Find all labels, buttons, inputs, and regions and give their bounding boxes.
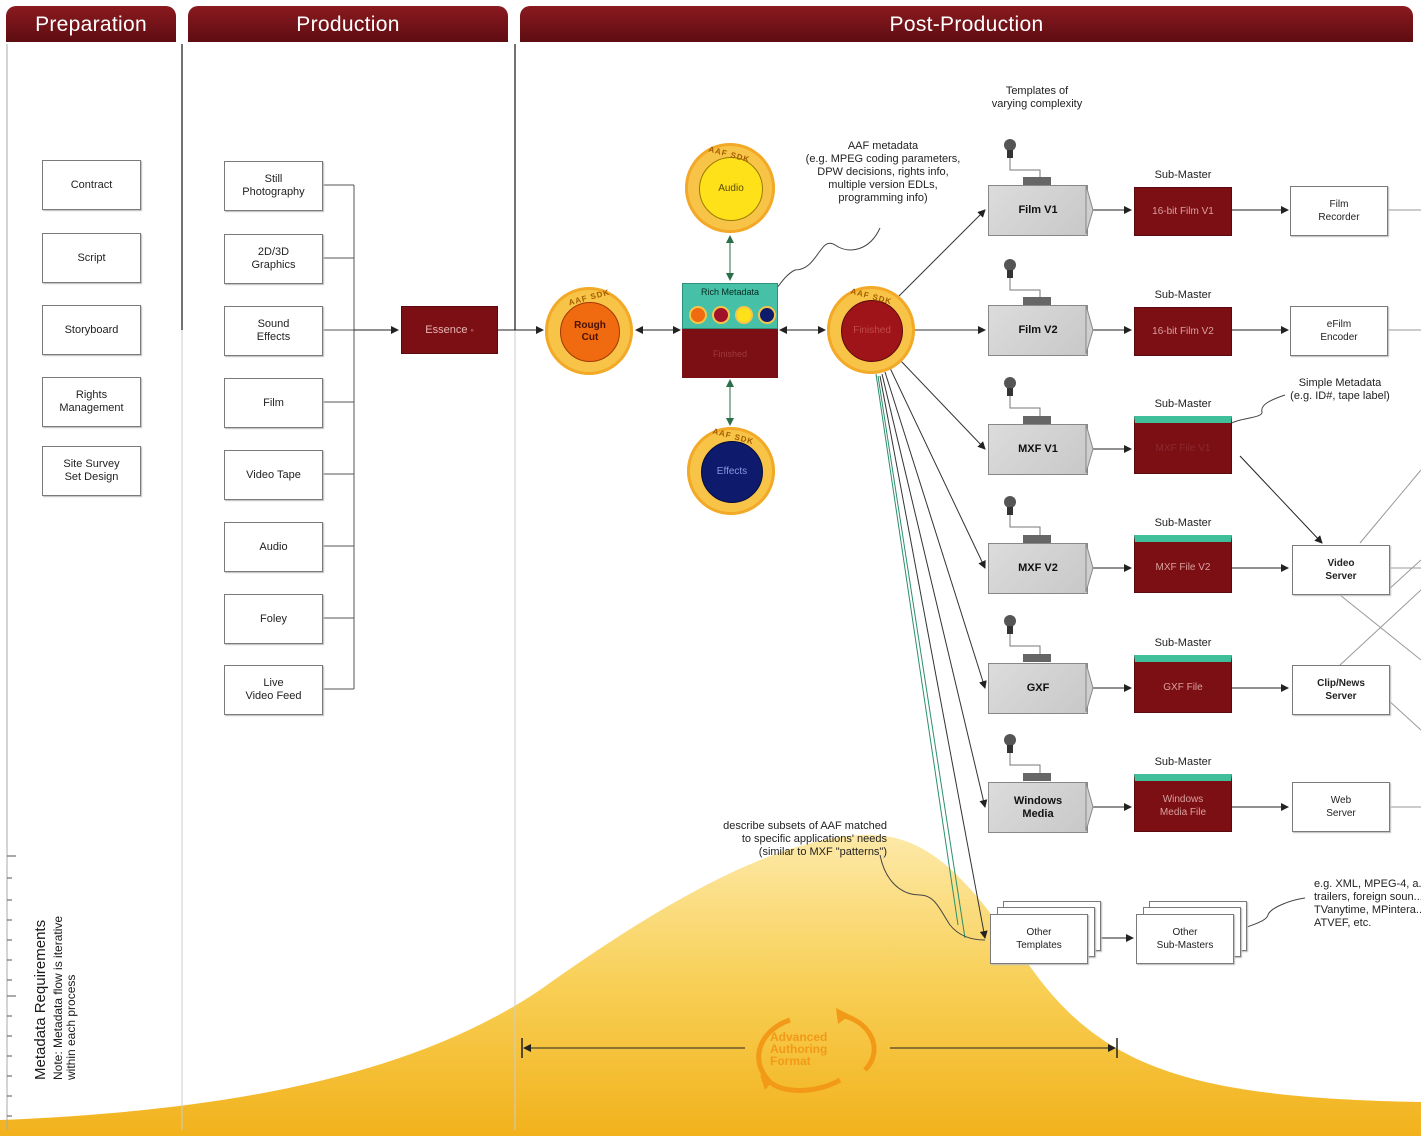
prod-live-video-feed: Live Video Feed (224, 665, 323, 715)
effects-dot-icon (758, 306, 776, 324)
output-film-recorder: Film Recorder (1290, 186, 1388, 236)
audio-inner: Audio (699, 157, 763, 221)
sub-master-mxf-v1: MXF File V1 (1134, 416, 1232, 474)
sub-master-label-6: Sub-Master (1154, 756, 1212, 768)
template-mxf-v1: MXF V1 (988, 424, 1088, 475)
rough-cut-node: Rough Cut (545, 287, 633, 375)
header-preparation: Preparation (6, 6, 176, 42)
audio-dot-icon (735, 306, 753, 324)
templates-note: Templates of varying complexity (991, 85, 1083, 110)
prod-still-photography: Still Photography (224, 161, 323, 211)
rough-cut-dot-icon (689, 306, 707, 324)
template-film-v1: Film V1 (988, 185, 1088, 236)
aaf-logo-text: Advanced Authoring Format (770, 1030, 828, 1068)
prep-script: Script (42, 233, 141, 283)
sub-master-label-1: Sub-Master (1154, 169, 1212, 181)
output-web-server: Web Server (1292, 782, 1390, 832)
prep-site-survey: Site Survey Set Design (42, 446, 141, 496)
finished-inner: Finished (841, 300, 903, 362)
effects-inner: Effects (701, 441, 763, 503)
prep-contract: Contract (42, 160, 141, 210)
aaf-metadata-note: AAF metadata (e.g. MPEG coding parameter… (805, 140, 961, 204)
rich-metadata-header: Rich Metadata (682, 283, 778, 329)
other-formats-note: e.g. XML, MPEG-4, a... trailers, foreign… (1314, 878, 1421, 929)
metadata-requirements-note: Note: Metadata flow is iterative within … (51, 915, 78, 1080)
audio-node: Audio (685, 143, 775, 233)
prep-rights-management: Rights Management (42, 377, 141, 427)
essence-box: Essence ◦ (401, 306, 498, 354)
metadata-requirements-title: Metadata Requirements (32, 919, 49, 1080)
rich-metadata-block: Rich Metadata Finished (682, 283, 778, 378)
prod-film: Film (224, 378, 323, 428)
header-production: Production (188, 6, 508, 42)
output-video-server: Video Server (1292, 545, 1390, 595)
output-clip-news-server: Clip/News Server (1292, 665, 1390, 715)
output-efilm-encoder: eFilm Encoder (1290, 306, 1388, 356)
finished-dot-icon (712, 306, 730, 324)
header-post-production: Post-Production (520, 6, 1413, 42)
effects-node: Effects (687, 427, 775, 515)
lightbulb-icons (1004, 139, 1041, 775)
sub-master-windows-media: Windows Media File (1134, 774, 1232, 832)
prep-storyboard: Storyboard (42, 305, 141, 355)
other-sub-masters: Other Sub-Masters (1136, 914, 1234, 964)
sub-master-label-5: Sub-Master (1154, 637, 1212, 649)
essence-icon: ◦ (470, 324, 474, 335)
rich-metadata-label: Rich Metadata (700, 287, 760, 297)
template-gxf: GXF (988, 663, 1088, 714)
sub-master-mxf-v2: MXF File V2 (1134, 535, 1232, 593)
template-windows-media: Windows Media (988, 782, 1088, 833)
rich-metadata-lower: Finished (682, 329, 778, 378)
sub-master-gxf: GXF File (1134, 655, 1232, 713)
prod-foley: Foley (224, 594, 323, 644)
prod-video-tape: Video Tape (224, 450, 323, 500)
prod-audio: Audio (224, 522, 323, 572)
sub-master-label-4: Sub-Master (1154, 517, 1212, 529)
other-templates: Other Templates (990, 914, 1088, 964)
sub-master-label-2: Sub-Master (1154, 289, 1212, 301)
sub-master-film-v2: 16-bit Film V2 (1134, 307, 1232, 356)
finished-node: Finished (827, 286, 915, 374)
sub-master-label-3: Sub-Master (1154, 398, 1212, 410)
simple-metadata-note: Simple Metadata (e.g. ID#, tape label) (1290, 377, 1390, 402)
rough-cut-inner: Rough Cut (560, 302, 620, 362)
sub-master-film-v1: 16-bit Film V1 (1134, 187, 1232, 236)
subsets-note: describe subsets of AAF matched to speci… (723, 820, 887, 858)
prod-2d3d-graphics: 2D/3D Graphics (224, 234, 323, 284)
prod-sound-effects: Sound Effects (224, 306, 323, 356)
